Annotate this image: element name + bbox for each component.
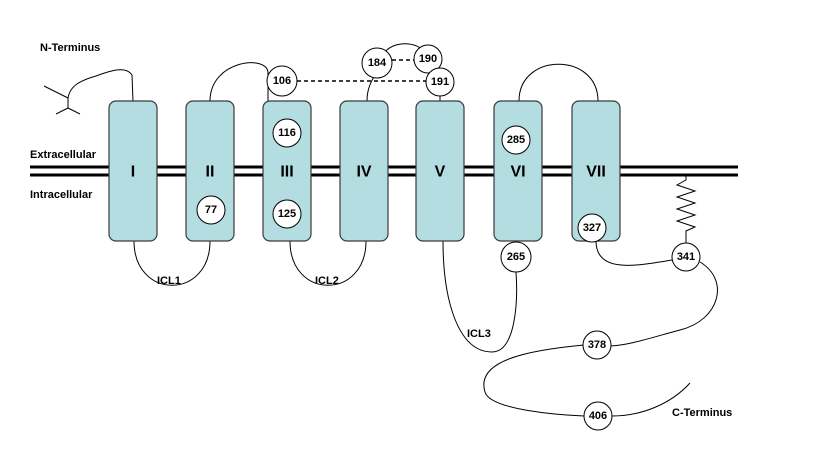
residue-184: 184 xyxy=(361,47,393,79)
helix-IV: IV xyxy=(339,100,389,242)
residue-190-label: 190 xyxy=(419,53,437,65)
c-terminus-label: C-Terminus xyxy=(672,407,732,419)
helix-II-label: II xyxy=(206,164,215,181)
icl1-loop xyxy=(133,240,211,286)
helix-VI-label: VI xyxy=(510,164,525,181)
residue-106-circle xyxy=(266,65,298,97)
residue-378: 378 xyxy=(582,330,612,360)
extracellular-label: Extracellular xyxy=(30,149,97,161)
residue-184-circle xyxy=(361,47,393,79)
ecl2-stem-left xyxy=(366,74,376,102)
residue-125-label: 125 xyxy=(278,208,296,220)
residue-378-circle xyxy=(582,330,612,360)
helix-I-label: I xyxy=(131,164,135,181)
residue-125: 125 xyxy=(272,199,302,229)
helix-VII-label: VII xyxy=(586,164,606,181)
residue-184-label: 184 xyxy=(368,57,387,69)
residue-285: 285 xyxy=(501,125,531,155)
residue-77: 77 xyxy=(196,195,226,225)
glycan-branch-left xyxy=(55,107,69,115)
residue-406-label: 406 xyxy=(589,410,607,422)
helix-IV-label: IV xyxy=(356,164,371,181)
n-terminus-tail xyxy=(43,69,134,115)
residue-406: 406 xyxy=(583,401,613,431)
ecl3-loop xyxy=(518,63,599,102)
residue-285-label: 285 xyxy=(507,134,525,146)
helix-V: V xyxy=(415,100,465,242)
c-terminus-segment-d xyxy=(611,382,691,417)
residue-106-label: 106 xyxy=(273,75,291,87)
residue-341: 341 xyxy=(671,242,701,272)
helix-I-body xyxy=(108,100,158,242)
c-terminus-segment-a xyxy=(595,240,673,266)
residue-191-label: 191 xyxy=(431,76,449,88)
residue-106: 106 xyxy=(266,65,298,97)
residue-191-circle xyxy=(425,67,455,97)
icl3-label: ICL3 xyxy=(467,328,491,340)
icl2-label: ICL2 xyxy=(315,275,339,287)
ecl1-loop xyxy=(209,62,269,102)
residue-265: 265 xyxy=(500,241,532,273)
c-terminus-segment-b xyxy=(609,261,718,347)
residue-341-label: 341 xyxy=(677,251,695,263)
helix-V-body xyxy=(415,100,465,242)
residue-406-circle xyxy=(583,401,613,431)
helix-III-label: III xyxy=(280,164,293,181)
n-terminus-start xyxy=(43,85,69,99)
residue-378-label: 378 xyxy=(588,339,606,351)
residue-265-label: 265 xyxy=(507,251,525,263)
residue-341-circle xyxy=(671,242,701,272)
intracellular-label: Intracellular xyxy=(30,189,93,201)
n-terminus-label: N-Terminus xyxy=(40,42,100,54)
residue-190-circle xyxy=(413,44,443,74)
residue-327: 327 xyxy=(577,213,607,243)
residue-77-circle xyxy=(196,195,226,225)
n-terminus-chain xyxy=(67,69,134,102)
residue-77-label: 77 xyxy=(205,204,217,216)
icl3-loop xyxy=(442,240,518,353)
residue-265-circle xyxy=(500,241,532,273)
glycan-branch-right xyxy=(67,107,81,115)
residue-190: 190 xyxy=(413,44,443,74)
helix-V-label: V xyxy=(435,164,446,181)
residue-116: 116 xyxy=(272,118,302,148)
helix-I: I xyxy=(108,100,158,242)
residue-285-circle xyxy=(501,125,531,155)
residue-125-circle xyxy=(272,199,302,229)
palmitoyl-anchor xyxy=(675,176,697,243)
helix-VI: VI xyxy=(493,100,543,242)
residue-327-label: 327 xyxy=(583,222,601,234)
icl2-loop xyxy=(289,240,367,286)
residue-327-circle xyxy=(577,213,607,243)
residue-191: 191 xyxy=(425,67,455,97)
c-terminus-segment-c xyxy=(483,344,585,417)
icl1-label: ICL1 xyxy=(157,275,181,287)
residue-116-circle xyxy=(272,118,302,148)
helix-IV-body xyxy=(339,100,389,242)
helix-VII: VII xyxy=(571,100,621,242)
residue-116-label: 116 xyxy=(278,127,296,139)
